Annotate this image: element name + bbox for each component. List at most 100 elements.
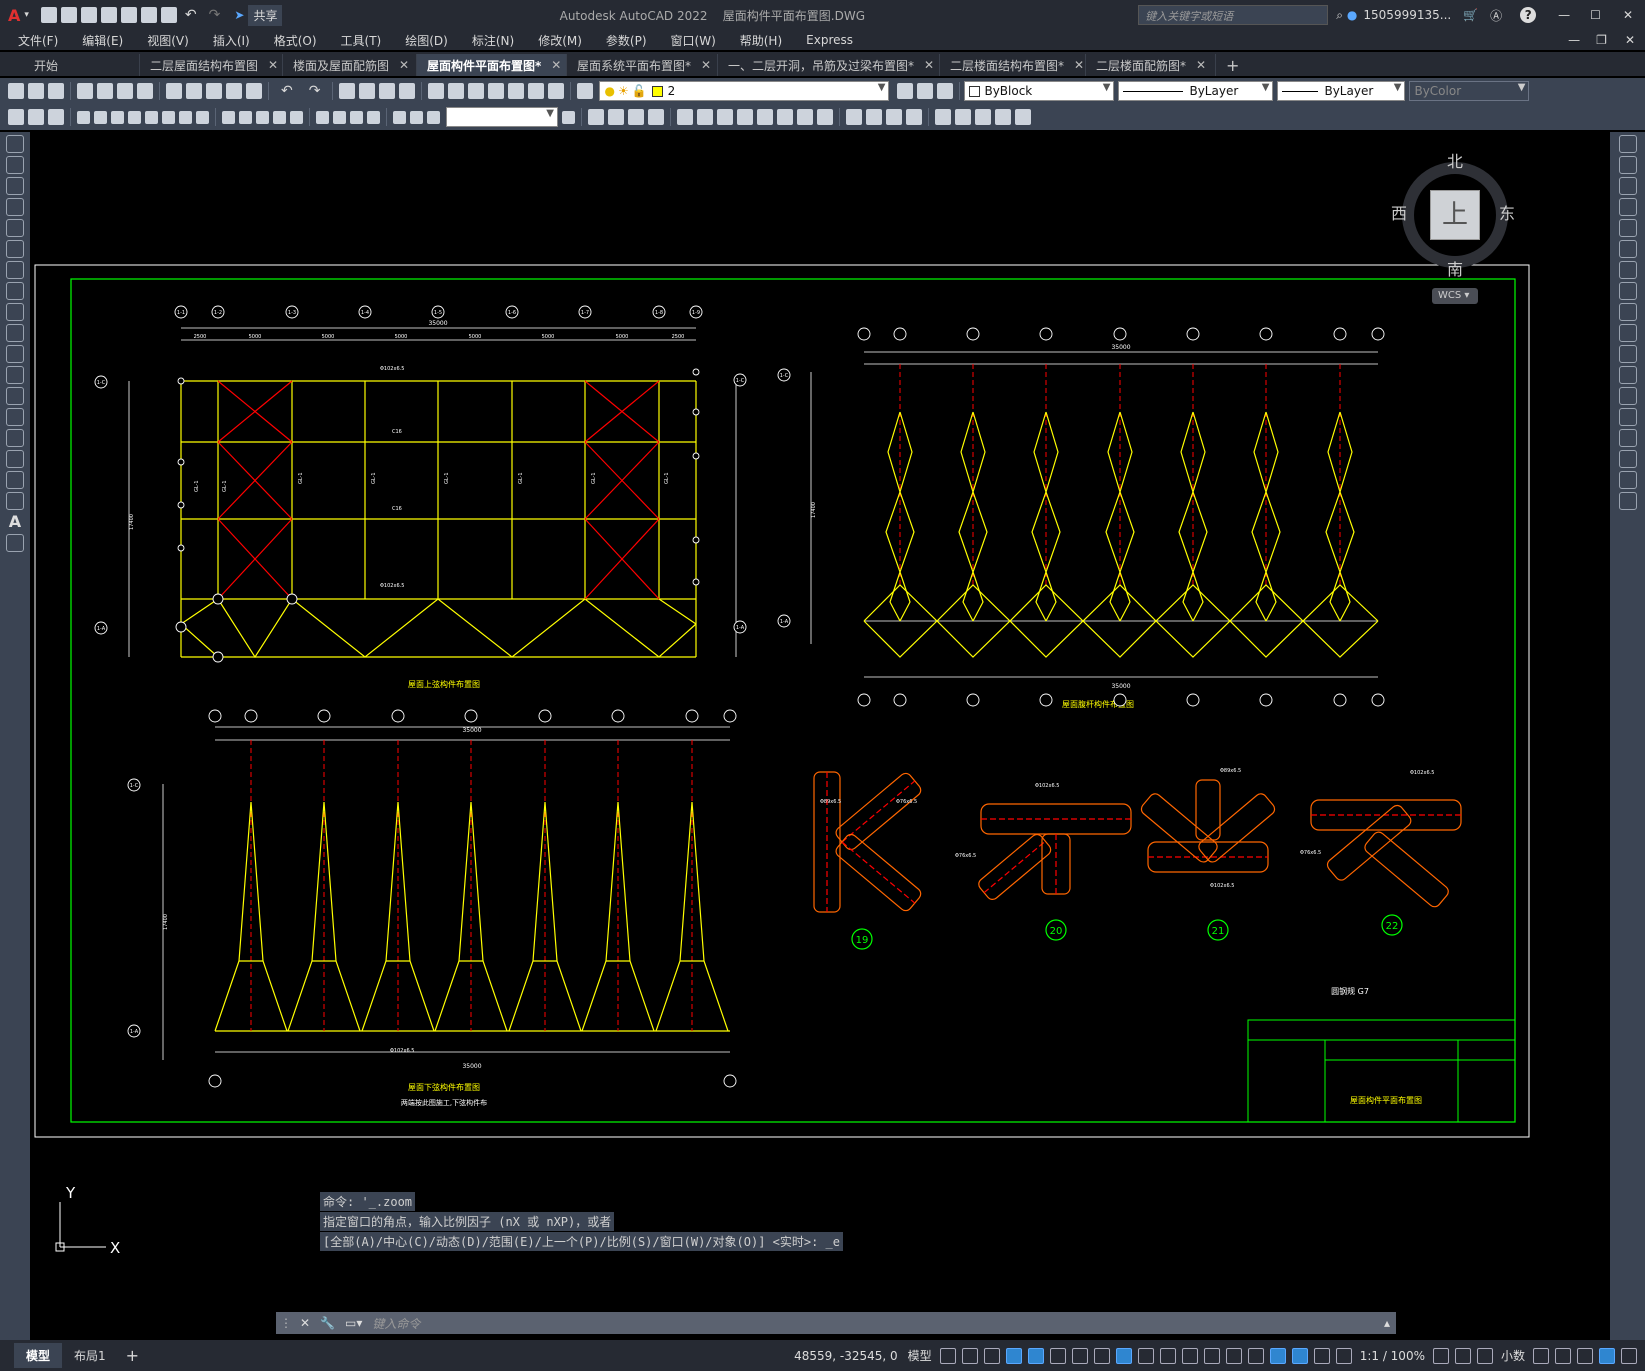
copy-object-icon[interactable] [1618,156,1637,174]
hatch-icon[interactable] [6,429,24,447]
chevron-down-icon[interactable]: ▼ [1102,82,1111,93]
snap-icon[interactable] [961,1347,978,1364]
ucs-object-icon[interactable] [1015,109,1031,125]
zoom-window-icon[interactable] [379,83,396,99]
ucs-icon[interactable] [935,109,951,125]
infer-constraints-icon[interactable] [983,1347,1000,1364]
plus-icon[interactable] [1454,1347,1471,1364]
app-menu-chevron-icon[interactable]: ▾ [24,10,29,20]
customize-status-icon[interactable] [1621,1347,1637,1364]
table-icon[interactable] [6,492,24,510]
polygon-icon[interactable] [6,198,24,216]
chevron-down-icon[interactable]: ▼ [1261,82,1270,93]
help-icon[interactable] [548,83,565,99]
diameter-dimension-icon[interactable] [179,110,192,124]
share-button[interactable]: 共享 [248,4,283,26]
coordinates-readout[interactable]: 48559, -32545, 0 [794,1348,898,1363]
redo-icon[interactable]: ↷ [208,7,221,23]
angular-dimension-icon[interactable] [196,110,209,124]
save-icon[interactable] [80,7,97,23]
pan-icon[interactable] [339,83,356,99]
close-icon[interactable]: ✕ [1622,8,1633,22]
array-icon[interactable] [1618,219,1637,237]
rectangle-icon[interactable] [6,219,24,237]
viewcube-top-face[interactable]: 上 [1430,190,1480,240]
view-left-icon[interactable] [628,109,644,125]
user-name[interactable]: 1505999135... [1363,8,1452,22]
ucs-origin-icon[interactable] [975,109,991,125]
doc-close-icon[interactable]: ✕ [1624,33,1635,47]
properties-icon[interactable] [428,83,445,99]
dynamic-ucs-icon[interactable] [1225,1347,1242,1364]
object-snap-icon[interactable] [1115,1347,1132,1364]
lock-ui-icon[interactable] [1555,1347,1571,1364]
units-readout[interactable]: 小数 [1500,1349,1525,1363]
transparency-icon[interactable] [1159,1347,1176,1364]
tab-close-icon[interactable]: ✕ [268,58,279,72]
new-tab-button[interactable]: + [1226,55,1240,75]
autocad-logo-icon[interactable]: A [8,5,21,25]
viewcube-east[interactable]: 东 [1499,204,1516,223]
layer-state-icon[interactable] [937,83,954,99]
grid-icon[interactable] [939,1347,956,1364]
baseline-dimension-icon[interactable] [239,110,252,124]
command-close-icon[interactable]: ✕ [300,1316,311,1330]
user-icon[interactable]: ● [1346,8,1358,22]
steering-wheel-icon[interactable] [797,109,813,125]
blend-curves-icon[interactable] [1618,471,1637,489]
stretch-icon[interactable] [1618,303,1637,321]
lineweight-icon[interactable] [1137,1347,1154,1364]
autodesk-a360-icon[interactable]: Ⓐ [1490,8,1503,23]
view-right-icon[interactable] [648,109,664,125]
extend-icon[interactable] [1618,345,1637,363]
customize-icon[interactable]: 🔧 [320,1316,336,1330]
point-icon[interactable] [6,408,24,426]
tab-close-icon[interactable]: ✕ [551,58,562,72]
menu-draw[interactable]: 绘图(D) [405,33,448,48]
scale-icon[interactable] [1618,282,1637,300]
visual-style-wireframe-icon[interactable] [846,109,862,125]
lineweight-combo[interactable]: ByLayer▼ [1277,81,1406,101]
block-editor-icon[interactable] [246,83,262,99]
mirror-icon[interactable] [1618,177,1637,195]
publish-icon[interactable] [117,83,133,99]
cart-icon[interactable]: 🛒 [1463,8,1479,22]
jogged-linear-icon[interactable] [367,110,380,124]
ucs-world-icon[interactable] [955,109,971,125]
ucs-view-icon[interactable] [995,109,1011,125]
menu-parametric[interactable]: 参数(P) [605,33,647,48]
swivel-icon[interactable] [697,109,713,125]
arc-length-icon[interactable] [111,110,124,124]
isolate-objects-icon[interactable] [1476,1347,1493,1364]
add-layout-icon[interactable]: + [125,1346,140,1365]
tolerance-icon[interactable] [316,110,329,124]
viewcube-north[interactable]: 北 [1447,152,1464,171]
section-plane-icon[interactable] [817,109,833,125]
undo-icon[interactable]: ↶ [184,7,197,23]
multiline-text-icon[interactable]: A [8,512,22,531]
revision-cloud-icon[interactable] [6,282,24,300]
copy-icon[interactable] [186,83,202,99]
workspace-icon[interactable] [8,109,24,125]
3d-dwf-icon[interactable] [137,83,153,99]
walk-icon[interactable] [717,109,733,125]
tab-start[interactable]: 开始 [0,54,140,76]
menu-window[interactable]: 窗口(W) [670,33,716,48]
dimension-update-icon[interactable] [427,110,440,124]
paste-icon[interactable] [206,83,222,99]
camera-icon[interactable] [757,109,773,125]
lightbulb-icon[interactable]: ● [604,84,615,98]
menu-file[interactable]: 文件(F) [18,33,59,48]
tab-file[interactable]: 屋面系统平面布置图*✕ [567,54,718,76]
annotation-scale[interactable]: 1:1 / 100% [1359,1348,1425,1363]
menu-tools[interactable]: 工具(T) [340,33,382,48]
match-properties-icon[interactable] [226,83,242,99]
quickcalc-icon[interactable] [528,83,545,99]
continue-dimension-icon[interactable] [256,110,269,124]
visual-style-realistic-icon[interactable] [886,109,902,125]
help-icon[interactable]: ? [1520,7,1537,23]
command-recent-icon[interactable]: ▴ [1383,1316,1390,1330]
menu-format[interactable]: 格式(O) [273,33,317,48]
menu-help[interactable]: 帮助(H) [739,33,783,48]
command-grip-icon[interactable]: ⋮ [280,1316,292,1330]
